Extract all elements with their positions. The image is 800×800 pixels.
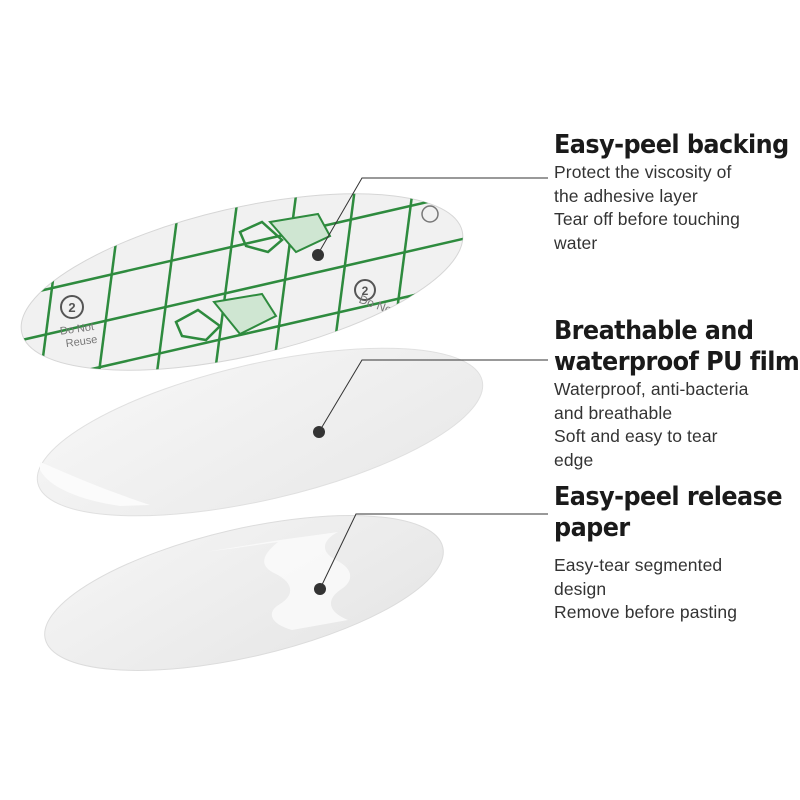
grid-line-vertical — [444, 179, 474, 381]
callout-leaders — [312, 177, 548, 595]
description-line: and breathable — [554, 402, 673, 423]
grid-line-horizontal — [5, 188, 479, 302]
warning-line-2: Reuse — [65, 334, 98, 350]
marker-dot-3 — [314, 583, 326, 595]
description-line: design — [554, 578, 607, 599]
layer-heading: Easy-peel release paper — [554, 482, 783, 544]
heading-line: Easy-peel backing — [554, 130, 789, 160]
step-number-2: 2 — [362, 284, 369, 298]
step-badge-1: 2 — [60, 295, 84, 319]
description-line: Protect the viscosity of — [554, 162, 732, 182]
film-edge-highlight — [40, 462, 150, 506]
grid-line-vertical — [212, 179, 242, 381]
warning-line-1: Do Not — [59, 321, 95, 338]
layer-description: Easy-tear segmented design Remove before… — [554, 554, 800, 625]
layer-heading: Easy-peel backing — [554, 130, 789, 161]
layer-description: Protect the viscosity of the adhesive la… — [554, 161, 800, 255]
release-paper-layer — [44, 515, 444, 671]
grid-line-horizontal — [5, 233, 479, 347]
hexagon-mark-2 — [174, 292, 278, 342]
heading-line: Easy-peel release — [554, 482, 783, 512]
grid-line-vertical — [270, 179, 300, 381]
description-line: water — [554, 232, 598, 253]
description-line: the adhesive layer — [554, 185, 698, 206]
hexagon-mark-1 — [238, 212, 332, 254]
leader-line-2 — [318, 359, 548, 433]
segmented-tear-strip — [205, 532, 351, 630]
description-line: Waterproof, anti-bacteria — [554, 379, 749, 399]
leader-line-1 — [317, 177, 548, 255]
step-badge-3 — [421, 205, 439, 223]
description-line: Easy-tear segmented — [554, 555, 723, 575]
pu-film-layer — [36, 347, 484, 517]
marker-dot-1 — [312, 249, 324, 261]
description-line: Remove before pasting — [554, 602, 738, 622]
warning-text-1: Do Not Reuse — [59, 321, 98, 350]
step-number-1: 2 — [68, 300, 75, 315]
heading-line: waterproof PU film — [554, 347, 800, 377]
leader-line-3 — [319, 513, 548, 590]
description-line: edge — [554, 449, 594, 470]
description-line: Soft and easy to tear — [554, 426, 718, 446]
marker-dot-2 — [313, 426, 325, 438]
layer-heading: Breathable and waterproof PU film — [554, 316, 800, 378]
step-badge-2: 2 — [354, 279, 376, 301]
heading-line: Breathable and — [554, 316, 754, 346]
description-line: Tear off before touching — [554, 209, 740, 229]
layer-description: Waterproof, anti-bacteria and breathable… — [554, 378, 800, 472]
heading-line: paper — [554, 513, 630, 543]
layer-label-backing: Easy-peel backing Protect the viscosity … — [554, 130, 800, 255]
layer-label-release-paper: Easy-peel release paper Easy-tear segmen… — [554, 482, 800, 625]
layer-label-pu-film: Breathable and waterproof PU film Waterp… — [554, 316, 800, 472]
